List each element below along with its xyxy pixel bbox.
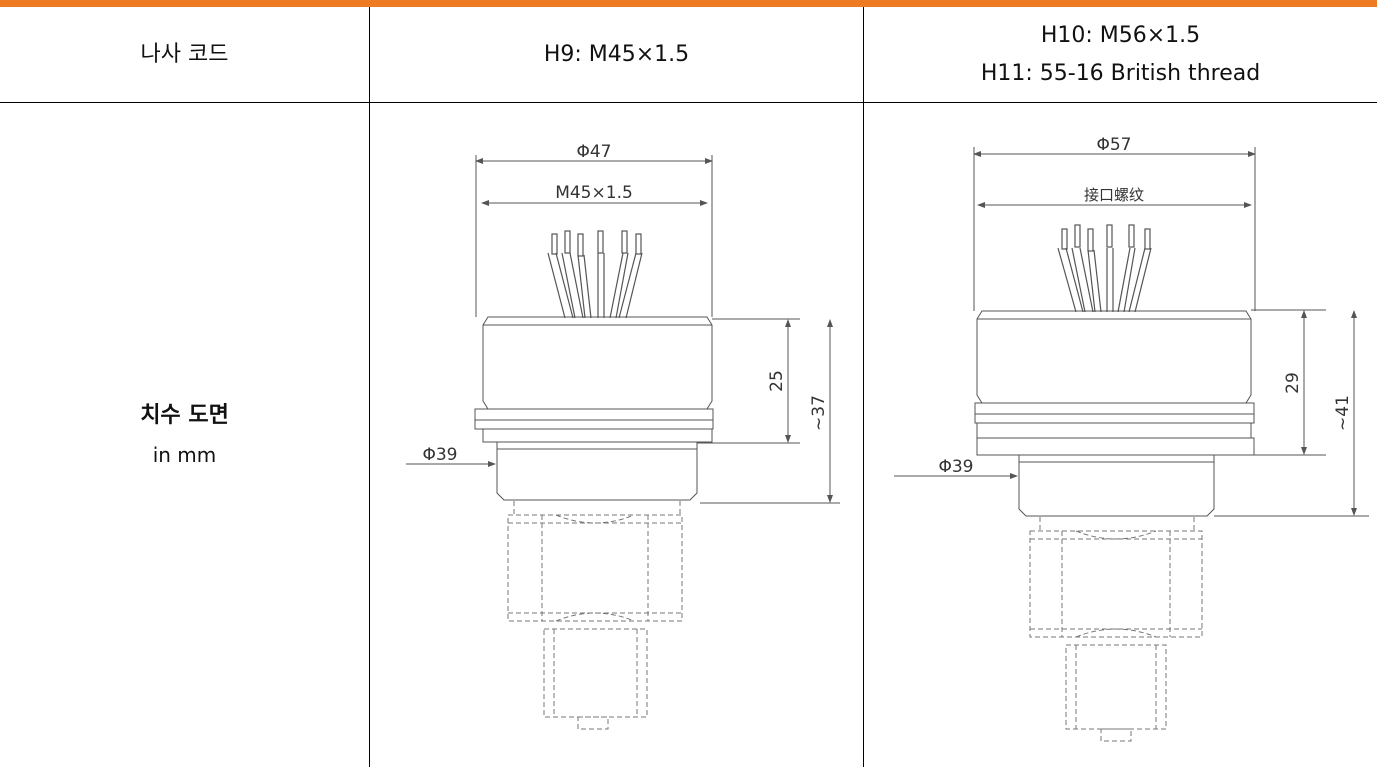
technical-drawing-h9: Φ47 M45×1.5 25 ~37 Φ39 <box>406 142 840 730</box>
h9-body-height: 25 <box>767 370 787 392</box>
header-thread-code-label: 나사 코드 <box>140 41 229 67</box>
h10-base-diameter: Φ39 <box>938 457 973 477</box>
top-accent-bar <box>0 0 1377 7</box>
h9-outer-diameter: Φ47 <box>576 142 611 162</box>
row-label-dimension-drawing: 치수 도면 in mm <box>0 390 369 480</box>
header-h9: H9: M45×1.5 <box>370 7 863 102</box>
h10-thread-spec: 接口螺纹 <box>1084 186 1144 204</box>
h9-thread-spec: M45×1.5 <box>555 183 633 203</box>
header-row-divider <box>0 102 1377 103</box>
header-h9-label: H9: M45×1.5 <box>543 41 690 67</box>
h10-outer-diameter: Φ57 <box>1096 135 1131 155</box>
column-divider-1 <box>369 7 370 767</box>
technical-drawing-h10-h11: Φ57 接口螺纹 29 ~41 Φ39 <box>894 135 1369 742</box>
header-h10-label: H10: M56×1.5 <box>1040 22 1201 48</box>
header-h10-h11: H10: M56×1.5 H11: 55-16 British thread <box>864 7 1377 102</box>
h10-total-height: ~41 <box>1333 395 1353 431</box>
dimension-drawing-label: 치수 도면 <box>140 403 229 428</box>
h10-body-height: 29 <box>1283 372 1303 394</box>
h9-base-diameter: Φ39 <box>422 445 457 465</box>
h9-total-height: ~37 <box>809 395 829 431</box>
unit-label: in mm <box>152 443 217 467</box>
header-h11-label: H11: 55-16 British thread <box>980 60 1261 86</box>
column-divider-2 <box>863 7 864 767</box>
header-thread-code: 나사 코드 <box>0 7 369 102</box>
